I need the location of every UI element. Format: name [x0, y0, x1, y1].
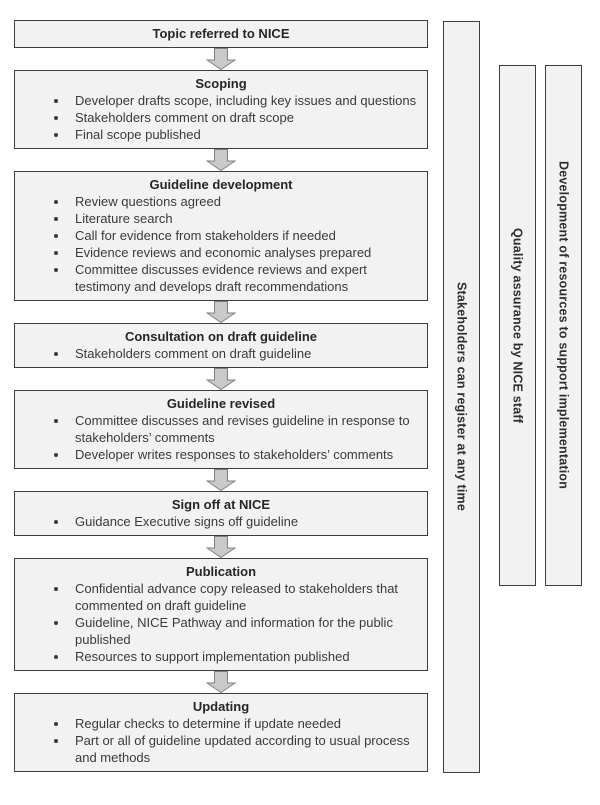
down-arrow [14, 536, 428, 558]
bullet-item: Evidence reviews and economic analyses p… [69, 244, 419, 261]
step-title: Topic referred to NICE [152, 26, 290, 41]
bullet-item: Regular checks to determine if update ne… [69, 715, 419, 732]
down-arrow-icon [206, 469, 236, 491]
sidebar-label: Development of resources to support impl… [556, 161, 571, 490]
sidebar-stakeholders: Stakeholders can register at any time [443, 21, 480, 773]
process-step-box: Topic referred to NICE [14, 20, 428, 48]
bullet-item: Part or all of guideline updated accordi… [69, 732, 419, 766]
step-title: Scoping [195, 76, 247, 91]
bullet-item: Resources to support implementation publ… [69, 648, 419, 665]
process-step-box: Guideline revised Committee discusses an… [14, 390, 428, 469]
down-arrow [14, 368, 428, 390]
bullet-item: Developer writes responses to stakeholde… [69, 446, 419, 463]
bullet-item: Guidance Executive signs off guideline [69, 513, 419, 530]
sidebar-label: Stakeholders can register at any time [454, 282, 469, 512]
down-arrow [14, 48, 428, 70]
step-title: Guideline revised [166, 396, 276, 411]
down-arrow-icon [206, 536, 236, 558]
down-arrow [14, 301, 428, 323]
bullet-item: Confidential advance copy released to st… [69, 580, 419, 614]
process-step-box: Guideline development Review questions a… [14, 171, 428, 301]
bullet-item: Developer drafts scope, including key is… [69, 92, 419, 109]
bullet-item: Final scope published [69, 126, 419, 143]
down-arrow-icon [206, 149, 236, 171]
process-step-box: Updating Regular checks to determine if … [14, 693, 428, 772]
sidebar-implementation-resources: Development of resources to support impl… [545, 65, 582, 586]
bullet-item: Committee discusses evidence reviews and… [69, 261, 419, 295]
down-arrow-icon [206, 671, 236, 693]
bullet-item: Call for evidence from stakeholders if n… [69, 227, 419, 244]
bullet-item: Literature search [69, 210, 419, 227]
bullet-item: Review questions agreed [69, 193, 419, 210]
bullet-item: Stakeholders comment on draft scope [69, 109, 419, 126]
step-title: Guideline development [149, 177, 293, 192]
step-bullet-list: Stakeholders comment on draft guideline [23, 345, 419, 362]
down-arrow-icon [206, 48, 236, 70]
bullet-item: Committee discusses and revises guidelin… [69, 412, 419, 446]
step-title: Publication [185, 564, 257, 579]
step-title: Consultation on draft guideline [124, 329, 318, 344]
step-bullet-list: Regular checks to determine if update ne… [23, 715, 419, 766]
down-arrow [14, 149, 428, 171]
down-arrow-icon [206, 301, 236, 323]
step-bullet-list: Committee discusses and revises guidelin… [23, 412, 419, 463]
bullet-item: Stakeholders comment on draft guideline [69, 345, 419, 362]
process-step-box: Sign off at NICE Guidance Executive sign… [14, 491, 428, 536]
down-arrow [14, 469, 428, 491]
down-arrow [14, 671, 428, 693]
sidebar-label: Quality assurance by NICE staff [510, 227, 525, 424]
step-title: Sign off at NICE [171, 497, 271, 512]
step-bullet-list: Guidance Executive signs off guideline [23, 513, 419, 530]
down-arrow-icon [206, 368, 236, 390]
step-title: Updating [192, 699, 250, 714]
process-step-box: Consultation on draft guideline Stakehol… [14, 323, 428, 368]
process-step-box: Publication Confidential advance copy re… [14, 558, 428, 671]
bullet-item: Guideline, NICE Pathway and information … [69, 614, 419, 648]
step-bullet-list: Developer drafts scope, including key is… [23, 92, 419, 143]
step-bullet-list: Confidential advance copy released to st… [23, 580, 419, 665]
process-flow: Topic referred to NICE Scoping Developer… [14, 20, 428, 772]
step-bullet-list: Review questions agreedLiterature search… [23, 193, 419, 295]
process-step-box: Scoping Developer drafts scope, includin… [14, 70, 428, 149]
sidebar-quality-assurance: Quality assurance by NICE staff [499, 65, 536, 586]
